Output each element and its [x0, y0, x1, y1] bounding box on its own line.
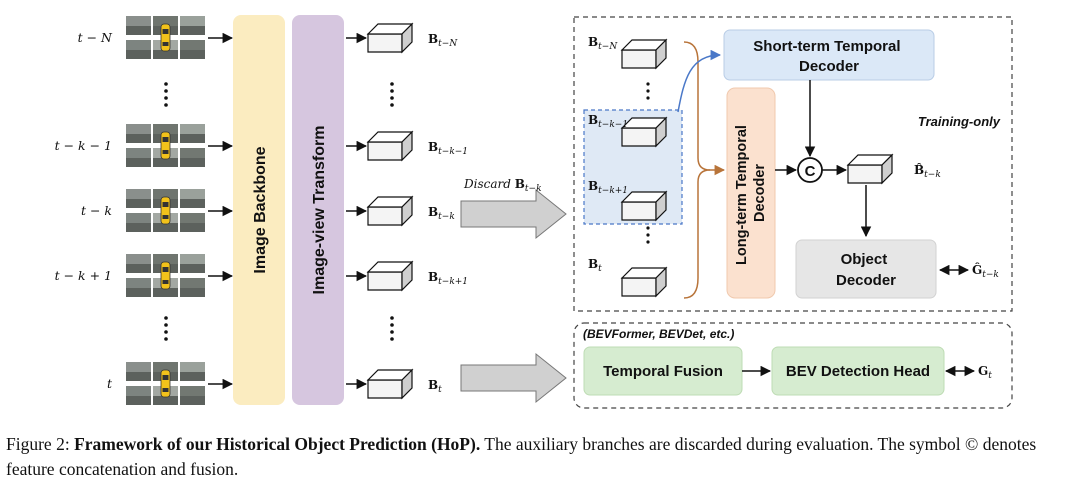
concat-symbol-label: C [805, 163, 816, 180]
object-decoder-block [795, 239, 937, 299]
time-labels: t − N t − k − 1 t − k t − k + 1 t [55, 30, 113, 391]
bev-feature-cube [366, 260, 414, 292]
bev-feature-cube [366, 22, 414, 54]
image-backbone-block [233, 15, 285, 405]
ego-car-icon [160, 369, 171, 398]
predicted-gt-label: Ĝt−k [972, 261, 999, 280]
bev-feature-label: Bt−k [428, 205, 455, 222]
time-label: t [107, 376, 113, 391]
bev-feature-label: Bt−k−1 [428, 140, 468, 157]
time-label: t − k + 1 [55, 268, 112, 283]
long-term-bracket [683, 41, 726, 176]
object-decoder-label: Object Decoder [836, 251, 896, 289]
bev-feature-label: Bt−N [428, 32, 458, 49]
panel-feature-label: Bt−N [588, 35, 618, 52]
long-term-decoder-block [726, 87, 776, 299]
predicted-cube [846, 153, 894, 185]
evaluation-panel [573, 322, 1013, 409]
image-view-transform-label: Image-view Transform [311, 126, 328, 295]
ego-car-icon [160, 131, 171, 160]
hop-framework-diagram: t − N t − k − 1 t − k t − k + 1 t Image Back… [55, 15, 1013, 409]
ego-car-icon [160, 261, 171, 290]
bev-detection-head-block [771, 346, 945, 396]
long-term-decoder-label: Long-term Temporal Decoder [734, 121, 768, 265]
camera-thumbnail [126, 362, 205, 405]
bev-feature-cube [366, 368, 414, 400]
temporal-fusion-label: Temporal Fusion [603, 363, 723, 380]
bev-feature-cube [366, 195, 414, 227]
frame-flow-arrows [208, 32, 368, 390]
short-term-arrow [677, 49, 722, 113]
bev-feature-label: Bt [428, 378, 442, 395]
image-view-transform-block [292, 15, 344, 405]
discard-label: Discard Bt−k [463, 177, 542, 194]
bevformer-note: (BEVFormer, BEVDet, etc.) [583, 327, 734, 341]
bev-feature-cubes: Bt−N Bt−k−1Bt−kBt−k+1Bt [366, 22, 468, 400]
time-label: t − k − 1 [55, 138, 112, 153]
ellipsis-dots-panel [646, 82, 650, 244]
figure-caption: Figure 2: Framework of our Historical Ob… [6, 434, 1037, 479]
predicted-feature-cube [846, 153, 894, 185]
camera-thumbnail [126, 16, 205, 59]
panel-feature-label: Bt−k−1 [588, 113, 628, 130]
ellipsis-dots-left [164, 82, 168, 341]
panel-feature-cube [620, 38, 668, 70]
discard-big-arrow [460, 188, 567, 240]
ego-car-icon [160, 23, 171, 52]
panel-feature-cubes: Bt−N Bt−k−1Bt−k+1Bt [588, 35, 668, 298]
panel-feature-cube [620, 116, 668, 148]
eval-big-arrow [460, 352, 567, 404]
short-term-decoder-block [723, 29, 935, 81]
short-term-decoder-label: Short-term Temporal Decoder [753, 38, 904, 75]
bev-detection-head-label: BEV Detection Head [786, 363, 930, 380]
camera-thumbnails [126, 16, 205, 405]
time-label: t − N [78, 30, 113, 45]
panel-feature-cube [620, 190, 668, 222]
panel-feature-cube [620, 266, 668, 298]
training-only-label: Training-only [918, 114, 1001, 129]
image-backbone-label: Image Backbone [252, 146, 269, 273]
camera-thumbnail [126, 124, 205, 167]
predicted-feature-label: B̂t−k [914, 162, 941, 180]
bev-feature-cube [366, 130, 414, 162]
ellipsis-dots-features [390, 82, 394, 341]
panel-feature-label: Bt [588, 257, 602, 274]
bev-feature-label: Bt−k+1 [428, 270, 468, 287]
camera-thumbnail [126, 189, 205, 232]
training-only-panel [573, 16, 1013, 312]
gt-label: Gt [978, 364, 992, 381]
camera-thumbnail [126, 254, 205, 297]
panel-feature-label: Bt−k+1 [588, 179, 628, 196]
ego-car-icon [160, 196, 171, 225]
time-label: t − k [81, 203, 112, 218]
